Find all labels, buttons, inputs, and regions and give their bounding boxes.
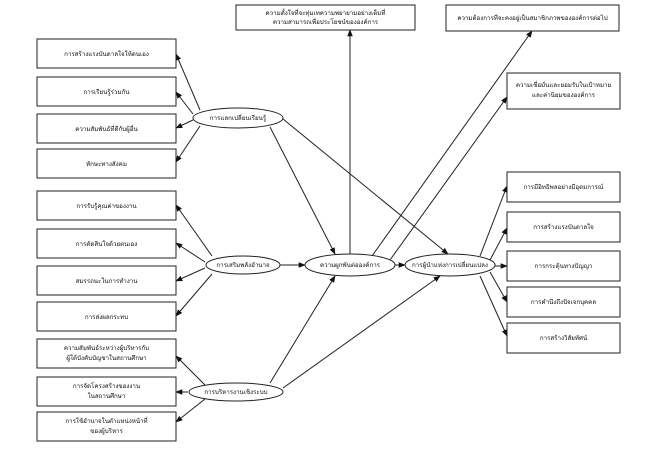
indicator-l10-line1: การจัดโครงสร้างของงาน: [73, 382, 141, 390]
arrow-change-r2: [489, 227, 508, 261]
arrow-culture-commit: [269, 126, 336, 255]
arrow-culture-l3: [175, 119, 194, 129]
indicator-box-r3: การกระตุ้นทางปัญญา: [506, 250, 621, 282]
latent-school-label: การบริหารงานเชิงระบบ: [204, 389, 267, 396]
arrow-change-r1: [479, 185, 508, 257]
indicator-l9-line1: ความสัมพันธ์ระหว่างผู้บริหารกับ: [64, 344, 149, 352]
indicator-righttop-line1: ความเชื่อมั่นและยอมรับในเป้าหมาย: [516, 81, 612, 89]
latent-commit-label: ความผูกพันต่อองค์การ: [320, 261, 381, 269]
indicator-box-l3: ความสัมพันธ์ที่ดีกับผู้อื่น: [36, 113, 177, 144]
indicator-r3-line1: การกระตุ้นทางปัญญา: [535, 262, 593, 270]
indicator-r5-line1: การสร้างวิสัยทัศน์: [540, 334, 588, 342]
indicator-top2-line1: ความต้องการที่จะคงอยู่เป็นสมาชิกภาพขององ…: [457, 13, 607, 22]
arrow-school-l11: [175, 398, 206, 423]
arrow-empower-l5: [175, 204, 213, 257]
arrow-commit-top2: [371, 30, 533, 257]
indicator-box-l6: การตัดสินใจด้วยตนเอง: [36, 228, 177, 259]
indicator-box-l4: ทักษะทางสังคม: [36, 148, 177, 179]
latent-culture: การแลกเปลี่ยนเรียนรู้: [192, 107, 284, 129]
arrow-school-l9: [175, 355, 206, 386]
indicator-l7-line1: สมรรถนะในการทำงาน: [76, 277, 139, 285]
indicator-box-l7: สมรรถนะในการทำงาน: [36, 265, 177, 296]
arrow-commit-righttop: [389, 96, 508, 261]
indicator-box-l2: การเรียนรู้ร่วมกัน: [36, 76, 177, 107]
indicator-top1-line2: ความสามารถเพื่อประโยชน์ขององค์การ: [273, 18, 379, 26]
indicator-l6-line1: การตัดสินใจด้วยตนเอง: [76, 240, 137, 248]
arrow-empower-l6: [175, 242, 206, 263]
indicator-box-top2: ความต้องการที่จะคงอยู่เป็นสมาชิกภาพขององ…: [445, 4, 620, 32]
indicator-box-l8: การส่งผลกระทบ: [36, 301, 177, 332]
latent-change-label: การผู้นำแห่งการเปลี่ยนแปลง: [412, 261, 488, 269]
arrow-empower-l8: [175, 273, 213, 317]
indicator-box-l5: การรับรู้คุณค่าของงาน: [36, 190, 177, 221]
indicator-r1-line1: การมีอิทธิพลอย่างมีอุดมการณ์: [523, 183, 603, 191]
indicator-box-l11: การใช้อำนาจในตำแหน่งหน้าที่ ของผู้บริหาร: [36, 411, 177, 442]
indicator-box-r4: การคำนึงถึงปัจเจกบุคคล: [506, 286, 621, 318]
indicator-r2-line1: การสร้างแรงบันดาลใจ: [533, 223, 594, 231]
latent-commit: ความผูกพันต่อองค์การ: [304, 253, 396, 277]
indicator-l11-line2: ของผู้บริหาร: [90, 427, 123, 435]
indicator-l3-line1: ความสัมพันธ์ที่ดีกับผู้อื่น: [75, 125, 138, 133]
indicator-top1-line1: ความตั้งใจที่จะทุ่มเทความพยายามอย่างเต็ม…: [266, 8, 386, 17]
arrow-empower-l7: [175, 267, 206, 282]
indicator-r4-line1: การคำนึงถึงปัจเจกบุคคล: [531, 299, 596, 306]
indicator-l1-line1: การสร้างแรงบันดาลใจให้ตนเอง: [64, 50, 149, 58]
indicator-l10-line2: ในสถานศึกษา: [88, 392, 126, 400]
indicator-l4-line1: ทักษะทางสังคม: [86, 161, 127, 168]
indicator-box-r1: การมีอิทธิพลอย่างมีอุดมการณ์: [506, 171, 621, 203]
arrow-change-r5: [479, 275, 508, 337]
latent-empower: การเสริมพลังอำนาจ: [205, 255, 281, 275]
arrow-culture-change: [282, 118, 449, 255]
indicator-l5-line1: การรับรู้คุณค่าของงาน: [76, 202, 137, 210]
arrow-culture-l1: [175, 53, 201, 111]
latent-school: การบริหารงานเชิงระบบ: [188, 382, 284, 402]
indicator-box-l10: การจัดโครงสร้างของงาน ในสถานศึกษา: [36, 376, 177, 407]
latent-culture-label: การแลกเปลี่ยนเรียนรู้: [210, 114, 267, 122]
indicator-l11-line1: การใช้อำนาจในตำแหน่งหน้าที่: [65, 417, 147, 425]
arrow-culture-l4: [175, 125, 201, 163]
indicator-l8-line1: การส่งผลกระทบ: [85, 314, 128, 321]
arrow-change-r4: [489, 271, 508, 303]
indicator-l9-line2: ผู้ใต้บังคับบัญชาในสถานศึกษา: [66, 354, 146, 362]
arrow-culture-l2: [175, 91, 194, 115]
indicator-box-righttop: ความเชื่อมั่นและยอมรับในเป้าหมาย และค่าน…: [506, 72, 621, 110]
latent-change: การผู้นำแห่งการเปลี่ยนแปลง: [404, 253, 496, 277]
indicator-box-r2: การสร้างแรงบันดาลใจ: [506, 211, 621, 243]
indicator-box-top1: ความตั้งใจที่จะทุ่มเทความพยายามอย่างเต็ม…: [235, 4, 416, 31]
arrow-school-change: [282, 275, 441, 389]
arrow-group: [175, 29, 533, 423]
latent-empower-label: การเสริมพลังอำนาจ: [216, 262, 270, 269]
indicator-box-l1: การสร้างแรงบันดาลใจให้ตนเอง: [36, 38, 177, 69]
arrow-school-commit: [269, 275, 336, 384]
indicator-box-l9: ความสัมพันธ์ระหว่างผู้บริหารกับ ผู้ใต้บั…: [36, 338, 177, 369]
indicator-box-r5: การสร้างวิสัยทัศน์: [506, 322, 621, 354]
indicator-righttop-line2: และค่านิยมขององค์การ: [532, 91, 596, 99]
indicator-l2-line1: การเรียนรู้ร่วมกัน: [83, 88, 130, 96]
